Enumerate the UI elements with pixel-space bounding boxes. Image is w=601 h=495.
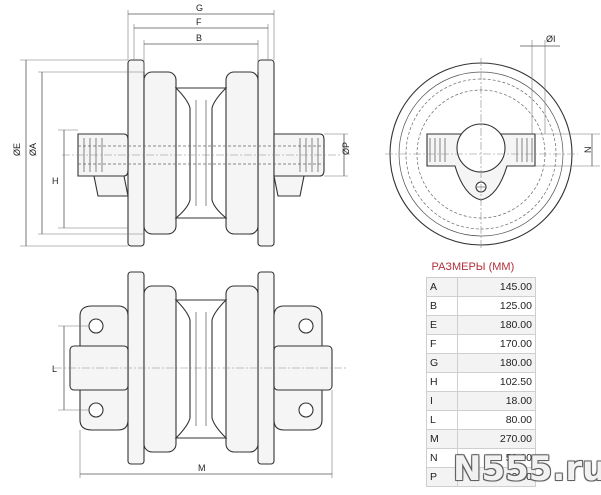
dimension-key: E <box>425 315 459 335</box>
dimension-value: 18.00 <box>457 391 536 411</box>
top-left-hub <box>143 285 177 453</box>
dimension-key: P <box>425 467 459 487</box>
dim-label-g: G <box>196 3 203 13</box>
roller-body <box>174 87 228 219</box>
dimension-value: 102.50 <box>457 372 536 392</box>
dimension-key: N <box>425 448 459 468</box>
watermark-logo: N555.ru <box>453 449 601 489</box>
dimension-value: 170.00 <box>457 334 536 354</box>
dimension-key: B <box>425 296 459 316</box>
dimension-key: F <box>425 334 459 354</box>
left-bracket <box>93 175 129 197</box>
dim-label-a: ØA <box>28 143 38 156</box>
left-shaft <box>77 133 129 177</box>
right-bracket <box>273 175 305 197</box>
right-flange <box>257 59 275 247</box>
dimension-value: 80.00 <box>457 410 536 430</box>
right-shaft <box>273 133 325 177</box>
top-roller-body <box>174 299 228 439</box>
right-flange-hub <box>225 71 259 235</box>
dimension-value: 180.00 <box>457 315 536 335</box>
bolt-hole-left-bottom <box>88 402 104 418</box>
dim-label-m: M <box>198 463 206 473</box>
dimension-value: 125.00 <box>457 296 536 316</box>
front-view: G F B ØE ØA H ØP <box>12 3 351 247</box>
dimension-value: 52.00 <box>457 448 536 468</box>
dim-label-f: F <box>196 17 202 27</box>
dimension-key: M <box>425 429 459 449</box>
bolt-hole-right-top <box>298 318 314 334</box>
dim-label-n: N <box>583 147 593 154</box>
dimension-key: A <box>425 277 459 297</box>
dimension-value: 180.00 <box>457 353 536 373</box>
left-flange <box>127 59 145 247</box>
dim-label-b: B <box>196 33 202 43</box>
top-view: L M <box>52 271 348 478</box>
dim-label-h: H <box>52 176 59 186</box>
dimension-key: G <box>425 353 459 373</box>
dim-label-e: ØE <box>12 143 22 156</box>
side-view: ØI N <box>385 34 600 250</box>
dim-label-p: ØP <box>341 142 351 155</box>
dimension-key: I <box>425 391 459 411</box>
dimension-value: 270.00 <box>457 429 536 449</box>
dimension-value: 145.00 <box>457 277 536 297</box>
left-flange-hub <box>143 71 177 235</box>
bolt-hole-left-top <box>88 318 104 334</box>
dimension-key: H <box>425 372 459 392</box>
table-header: РАЗМЕРЫ (ММ) <box>426 259 536 278</box>
bolt-hole-right-bottom <box>298 402 314 418</box>
dim-label-i: ØI <box>546 34 556 44</box>
top-right-hub <box>225 285 259 453</box>
dimension-value: 60.00 <box>457 467 536 487</box>
dimension-key: L <box>425 410 459 430</box>
dim-label-l: L <box>52 364 57 374</box>
